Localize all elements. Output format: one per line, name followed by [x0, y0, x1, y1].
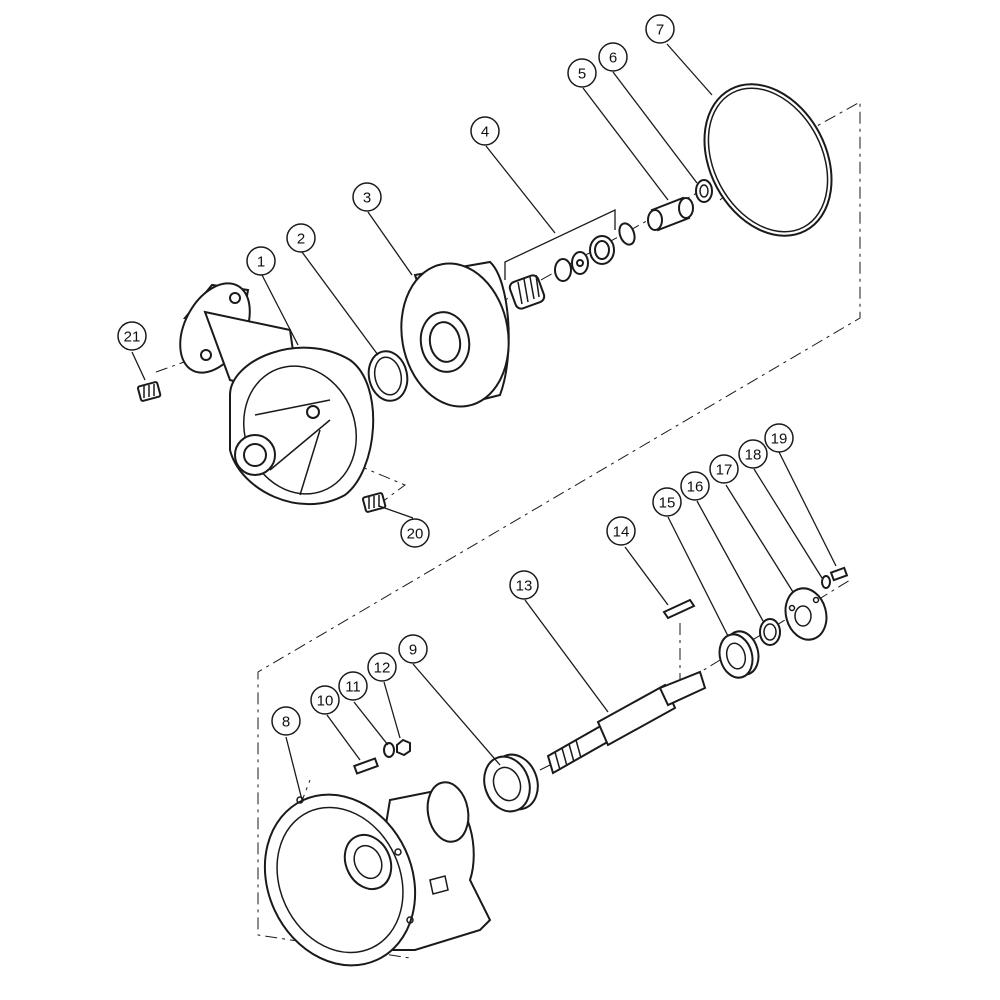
part-9-bearing	[483, 753, 539, 813]
callout-circle-7	[645, 14, 675, 44]
callout-12: 12	[367, 652, 397, 682]
callout-label-18: 18	[745, 447, 762, 464]
callout-14: 14	[606, 516, 636, 546]
callout-circle-3	[352, 182, 382, 212]
callout-label-15: 15	[659, 495, 676, 512]
callout-7: 7	[645, 14, 675, 44]
callout-circle-9	[398, 634, 428, 664]
callout-circle-5	[567, 58, 597, 88]
callout-label-1: 1	[257, 254, 265, 271]
callout-label-5: 5	[578, 66, 586, 83]
callout-circle-20	[400, 518, 430, 548]
part-19-bolt	[829, 566, 849, 582]
part-18-washer	[821, 575, 831, 589]
callout-10: 10	[310, 685, 340, 715]
callout-4: 4	[470, 116, 500, 146]
callout-circle-13	[509, 570, 539, 600]
callout-18: 18	[738, 439, 768, 469]
callout-circle-15	[652, 487, 682, 517]
part-17-bearing-cover	[784, 587, 828, 641]
callout-9: 9	[398, 634, 428, 664]
callout-circle-6	[598, 42, 628, 72]
part-1-pump-casing	[179, 282, 375, 506]
callout-19: 19	[764, 423, 794, 453]
callout-label-12: 12	[374, 660, 391, 677]
callout-label-17: 17	[716, 462, 733, 479]
part-13-shaft	[546, 670, 707, 775]
callout-circle-10	[310, 685, 340, 715]
callout-label-19: 19	[771, 431, 788, 448]
part-6-o-ring	[695, 179, 713, 203]
callout-label-8: 8	[282, 714, 290, 731]
part-3-impeller	[400, 260, 510, 408]
callout-circle-19	[764, 423, 794, 453]
callout-circle-16	[680, 471, 710, 501]
callout-circle-21	[117, 321, 147, 351]
part-21-plug	[136, 381, 162, 402]
callout-label-20: 20	[407, 526, 424, 543]
callout-label-13: 13	[516, 578, 533, 595]
part-15-bearing	[718, 630, 760, 679]
callout-label-4: 4	[481, 124, 489, 141]
callout-15: 15	[652, 487, 682, 517]
callout-11: 11	[338, 671, 368, 701]
callout-8: 8	[271, 706, 301, 736]
callout-label-16: 16	[687, 479, 704, 496]
callout-label-7: 7	[656, 22, 664, 39]
part-16-snap-ring	[759, 618, 781, 646]
callout-label-9: 9	[409, 642, 417, 659]
callout-21: 21	[117, 321, 147, 351]
callout-circle-4	[470, 116, 500, 146]
callout-circle-12	[367, 652, 397, 682]
part-11-washer	[383, 742, 395, 758]
part-10-stud	[353, 757, 379, 775]
callout-6: 6	[598, 42, 628, 72]
callout-2: 2	[286, 223, 316, 253]
part-5-shaft-sleeve	[647, 196, 694, 232]
callout-13: 13	[509, 570, 539, 600]
callout-label-11: 11	[345, 679, 361, 696]
callout-label-21: 21	[124, 329, 141, 346]
part-2-wear-ring	[367, 350, 409, 402]
callout-circle-2	[286, 223, 316, 253]
callout-20: 20	[400, 518, 430, 548]
callout-label-6: 6	[609, 50, 617, 67]
part-4-mechanical-seal	[508, 222, 636, 310]
callout-label-2: 2	[297, 231, 305, 248]
callout-circle-8	[271, 706, 301, 736]
leader-lines	[131, 43, 837, 801]
callout-circle-14	[606, 516, 636, 546]
callout-circle-18	[738, 439, 768, 469]
callout-label-10: 10	[317, 693, 334, 710]
part-20-plug	[361, 492, 387, 513]
callout-label-3: 3	[363, 190, 371, 207]
part-8-adapter	[263, 781, 492, 967]
callout-1: 1	[246, 246, 276, 276]
part-7-casing-o-ring	[703, 83, 833, 237]
callout-circle-17	[709, 454, 739, 484]
callout-label-14: 14	[613, 524, 630, 541]
callout-3: 3	[352, 182, 382, 212]
callout-16: 16	[680, 471, 710, 501]
callout-5: 5	[567, 58, 597, 88]
callout-circle-1	[246, 246, 276, 276]
part-12-nut	[396, 738, 411, 757]
callout-circle-11	[338, 671, 368, 701]
callout-17: 17	[709, 454, 739, 484]
part-14-key	[662, 598, 696, 620]
